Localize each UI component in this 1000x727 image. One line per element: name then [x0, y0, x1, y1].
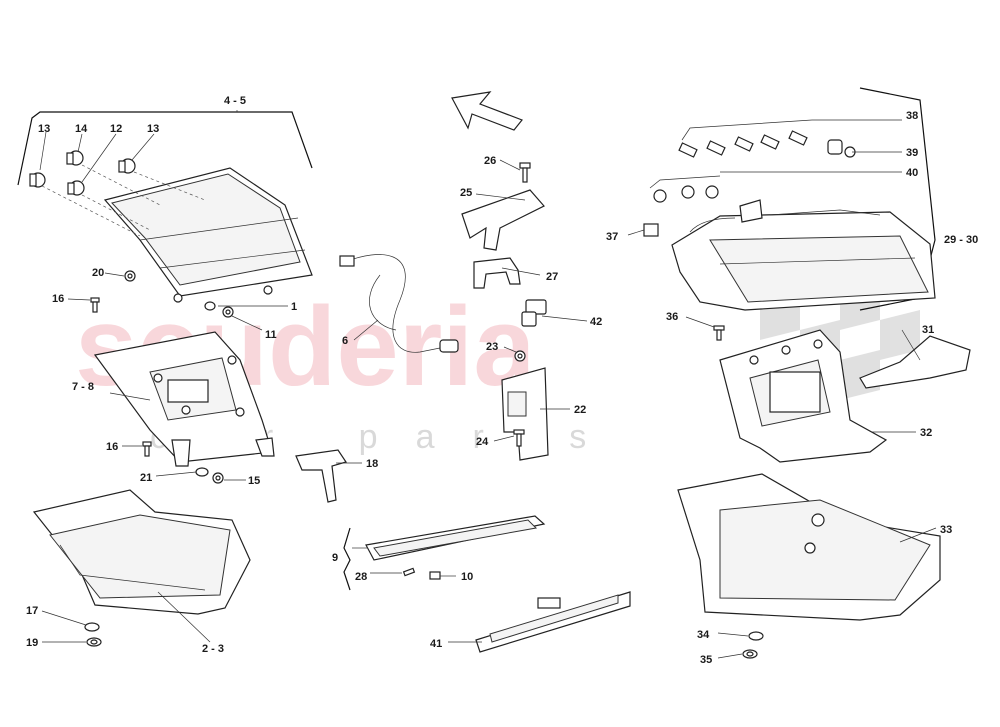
callout-13b: 13	[147, 123, 159, 135]
nut-11	[222, 306, 234, 318]
screw-36	[713, 325, 725, 341]
part-rail-9	[343, 515, 546, 591]
callout-17: 17	[26, 605, 38, 617]
part-bracket-18	[295, 449, 347, 503]
callout-15: 15	[248, 475, 260, 487]
part-bracket-25	[461, 189, 545, 251]
callout-26: 26	[484, 155, 496, 167]
bulbs-set-40	[649, 175, 721, 203]
callout-39: 39	[906, 147, 918, 159]
callout-40: 40	[906, 167, 918, 179]
screw-16a	[90, 297, 100, 313]
screw-24	[513, 429, 525, 447]
bulbs-set-38	[678, 119, 813, 158]
callout-36: 36	[666, 311, 678, 323]
part-strip-bracket-31	[859, 335, 971, 389]
callout-1: 1	[291, 301, 297, 313]
part-headlight	[671, 87, 936, 311]
part-wiring-cable	[339, 254, 459, 353]
washer-34	[748, 631, 764, 641]
bulb-14	[66, 150, 84, 166]
screw-16b	[142, 441, 152, 457]
callout-28: 28	[355, 571, 367, 583]
washer-19	[86, 637, 102, 647]
callout-35: 35	[700, 654, 712, 666]
callout-14: 14	[75, 123, 88, 135]
screw-28	[402, 567, 416, 577]
part-sensor-42	[521, 299, 547, 327]
part-clip-10	[429, 571, 441, 580]
part-clip-27	[473, 257, 521, 289]
leader-lines	[39, 110, 937, 659]
callout-20: 20	[92, 267, 104, 279]
clip-37	[643, 223, 659, 237]
callout-16b: 16	[106, 441, 118, 453]
callout-19: 19	[26, 637, 38, 649]
callout-37: 37	[606, 231, 618, 243]
bulb-39	[827, 139, 856, 158]
callout-42: 42	[590, 316, 602, 328]
callout-32: 32	[920, 427, 932, 439]
callout-12: 12	[110, 123, 122, 135]
nut-15	[212, 472, 224, 484]
part-mounting-bracket-left	[93, 331, 275, 467]
callout-2-3: 2 - 3	[202, 643, 224, 655]
callout-6: 6	[342, 335, 348, 347]
direction-arrow-icon	[451, 91, 523, 131]
fastener-20	[124, 270, 136, 282]
callout-16a: 16	[52, 293, 64, 305]
callout-11: 11	[265, 329, 277, 341]
callout-4-5: 4 - 5	[224, 95, 246, 107]
part-tray-left	[32, 489, 251, 615]
bulb-12	[67, 180, 85, 196]
callout-27: 27	[546, 271, 558, 283]
callout-38: 38	[906, 110, 918, 122]
washer-21	[195, 467, 209, 477]
callout-21: 21	[140, 472, 152, 484]
callout-22: 22	[574, 404, 586, 416]
nut-23	[514, 350, 526, 362]
washer-35	[742, 649, 758, 659]
callout-41: 41	[430, 638, 442, 650]
part-tail-light-housing	[17, 111, 313, 303]
part-light-bar-41	[475, 591, 631, 653]
callout-34: 34	[697, 629, 710, 641]
washer-17	[84, 622, 100, 632]
washer-1	[204, 301, 216, 311]
callout-29-30: 29 - 30	[944, 234, 978, 246]
callout-33: 33	[940, 524, 952, 536]
bulb-13b	[118, 158, 136, 174]
part-tray-right	[677, 473, 941, 621]
callout-24: 24	[476, 436, 489, 448]
callout-13a: 13	[38, 123, 50, 135]
callout-10: 10	[461, 571, 473, 583]
screw-26	[519, 162, 531, 183]
callout-31: 31	[922, 324, 934, 336]
callout-7-8: 7 - 8	[72, 381, 94, 393]
bulb-13a	[29, 172, 46, 188]
callout-9: 9	[332, 552, 338, 564]
part-mounting-bracket-right	[719, 329, 888, 463]
part-bracket-22	[501, 367, 549, 461]
callout-23: 23	[486, 341, 498, 353]
callout-25: 25	[460, 187, 472, 199]
callout-18: 18	[366, 458, 378, 470]
callout-labels: 4 - 5 13 14 12 13 20 16 1 11 6 7 - 8 16 …	[26, 95, 978, 666]
